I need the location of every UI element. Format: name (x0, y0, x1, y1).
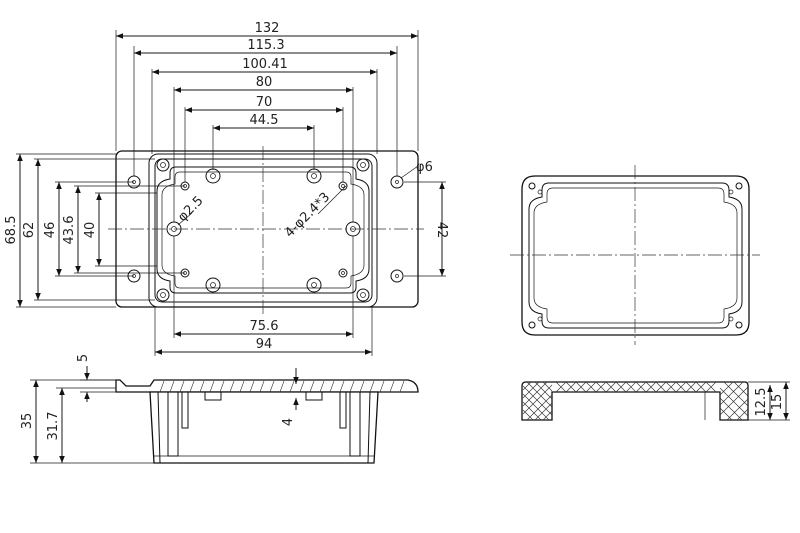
dim-31-7: 31.7 (46, 412, 61, 441)
end-view: 12.5 15 (521, 381, 790, 421)
side-flange (115, 379, 419, 393)
lid-section-hatch-left (522, 381, 553, 421)
dim-5: 5 (76, 354, 91, 362)
dim-43-6: 43.6 (62, 216, 77, 245)
dim-75-6: 75.6 (250, 319, 279, 334)
dim-40: 40 (83, 222, 98, 239)
dim-70: 70 (256, 95, 273, 110)
side-internal-posts (167, 391, 361, 457)
phi2-5-leader (177, 212, 193, 226)
post-note-leader (317, 185, 347, 215)
dim-80: 80 (256, 75, 273, 90)
dim-4: 4 (281, 418, 296, 426)
left-extension-lines (16, 153, 185, 308)
lid-outline (521, 175, 750, 336)
dim-12-5: 12.5 (754, 388, 769, 417)
side-body (149, 391, 379, 464)
side-wall-right (367, 391, 371, 464)
top-view: 132 115.3 100.41 80 70 44.5 75.6 94 (4, 21, 449, 356)
dim-94: 94 (256, 337, 273, 352)
top-dimension-lines (116, 33, 418, 131)
dim-35: 35 (20, 413, 35, 430)
bottom-dimension-lines (155, 331, 372, 355)
side-view: 5 35 31.7 4 (20, 354, 419, 464)
hole-note-phi6: φ6 (416, 160, 433, 175)
dim-42: 42 (434, 222, 449, 239)
phi6-leader (400, 165, 419, 179)
left-dimension-lines (17, 154, 102, 307)
lid-groove-outer (528, 182, 743, 329)
lid-corner-holes (528, 182, 743, 329)
dim-100-41: 100.41 (242, 57, 288, 72)
lid-groove-inner (533, 187, 738, 324)
bottom-extension-lines (154, 236, 373, 356)
side-flange-hatch (159, 380, 405, 393)
dim-68-5: 68.5 (4, 216, 19, 245)
dim-15: 15 (770, 394, 785, 411)
dim-115-3: 115.3 (247, 38, 284, 53)
corner-screw-bosses (156, 158, 370, 302)
lid-view (510, 165, 760, 345)
lid-section-outline (521, 381, 749, 421)
lid-groove (156, 166, 370, 294)
right-extension-lines (404, 181, 446, 277)
dim-44-5: 44.5 (250, 113, 279, 128)
dim-132: 132 (255, 21, 280, 36)
body-inner-outline (154, 158, 373, 303)
lid-section-hatch-top (555, 381, 717, 393)
lid-section-hatch-right (719, 381, 749, 421)
side-wall-left (157, 391, 161, 464)
dim-46: 46 (43, 222, 58, 239)
dim-62: 62 (22, 222, 37, 239)
top-extension-lines (115, 30, 419, 222)
